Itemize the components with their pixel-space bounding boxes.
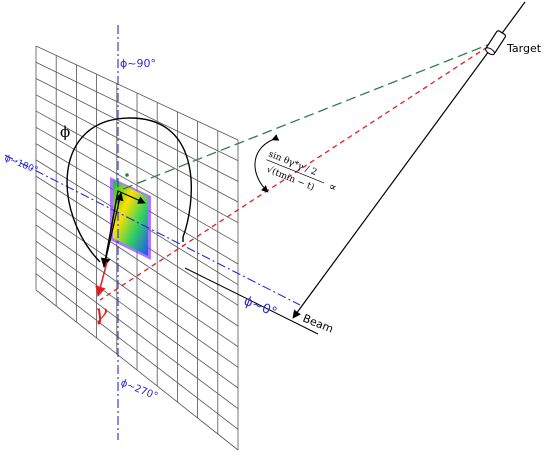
interaction-point [125,173,129,177]
gamma-label: γ [94,301,108,326]
phi-angle-curve [66,117,192,263]
grid-line-horizontal [35,224,239,368]
formula: sin θγ*γ / 2 √(tmin − t) ∝ [265,150,339,195]
gamma-vector [95,261,108,298]
grid-line-horizontal [35,61,239,162]
phi-270-label: ϕ~270° [119,378,159,403]
grid-line-horizontal [35,192,239,327]
momentum-vector-up [103,192,124,268]
grid-line-horizontal [35,289,239,451]
phi-0-label: ϕ~0° [242,294,279,321]
grid-line-horizontal [35,208,239,347]
angle-arc [254,134,280,193]
beam-label: Beam [301,312,335,336]
grid-line-horizontal [35,240,239,389]
target-icon [485,30,507,56]
grid-line-horizontal [35,78,239,182]
grid-line-horizontal [35,45,239,141]
formula-proportional: ∝ [327,180,339,195]
phi-90-label: ϕ~90° [120,57,156,70]
target-label: Target [506,42,542,55]
momentum-vector-right [117,190,146,204]
grid-line-horizontal [35,110,239,224]
beam-line [184,1,526,335]
phi-180-label: ϕ~180° [3,154,39,176]
grid-line-horizontal [35,94,239,203]
horizontal-phi-axis [4,154,301,306]
grid-line-horizontal [35,273,239,430]
phi-guides [4,25,301,440]
green-dashed-ray [117,41,496,192]
red-dashed-ray [99,41,496,301]
phi-label: ϕ [60,123,70,141]
grid-line-horizontal [35,257,239,409]
grid-line-horizontal [35,126,239,244]
